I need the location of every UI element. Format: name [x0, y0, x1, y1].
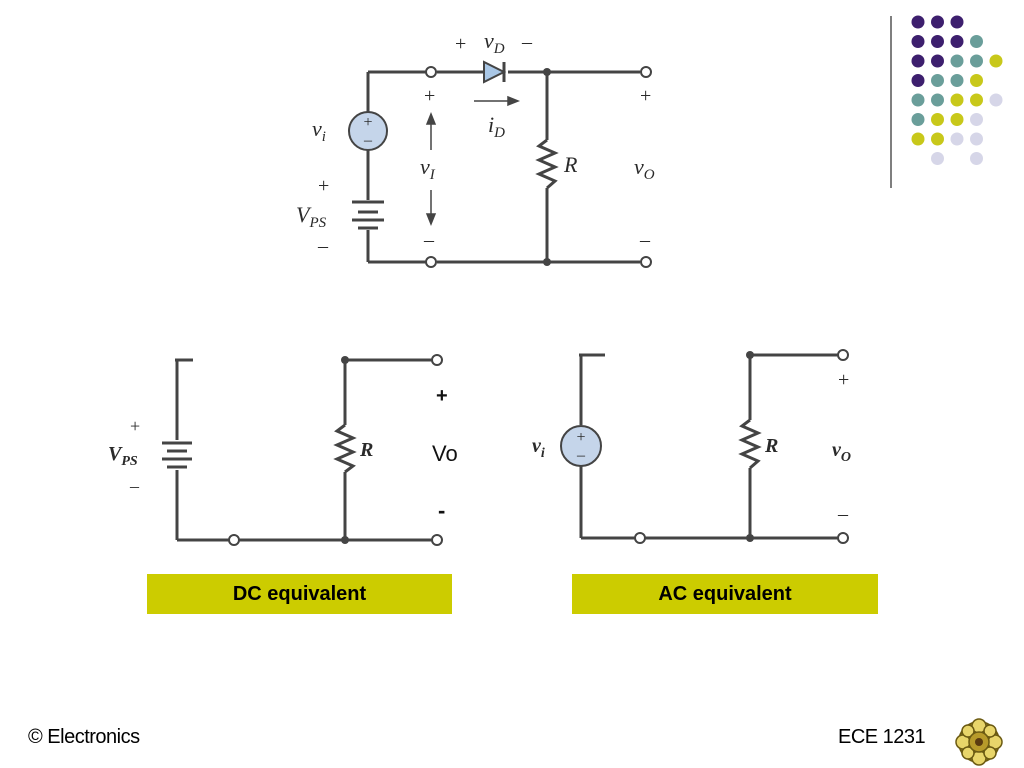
- vps-minus: –: [317, 235, 329, 257]
- dc-vps-label: VPS: [108, 443, 138, 469]
- dc-vo-label: Vo: [432, 441, 458, 466]
- decorative-dot: [970, 113, 983, 126]
- decorative-dot: [970, 152, 983, 165]
- decorative-dot: [911, 35, 925, 48]
- decorative-dot: [950, 15, 964, 29]
- top-source-plus: +: [363, 114, 372, 131]
- vo-minus: –: [639, 229, 651, 251]
- decorative-dot: [931, 152, 944, 165]
- decorative-dot: [911, 74, 925, 87]
- decorative-dot: [911, 93, 925, 107]
- decorative-dot: [931, 15, 944, 29]
- dc-equivalent-label: DC equivalent: [147, 574, 452, 614]
- decorative-dot: [931, 132, 944, 146]
- dc-source-plus: +: [130, 416, 140, 436]
- decorative-dot: [911, 15, 925, 29]
- vd-minus: –: [521, 31, 533, 53]
- decorative-dot: [950, 54, 964, 68]
- vI-label: vI: [420, 154, 436, 183]
- decorative-dot: [970, 54, 983, 68]
- vd-plus: +: [455, 33, 466, 55]
- decorative-dot: [950, 93, 964, 107]
- vi-label: vi: [312, 116, 326, 145]
- dc-source-minus: –: [129, 476, 140, 496]
- decorative-dot: [989, 93, 1003, 107]
- vps-plus: +: [318, 175, 329, 197]
- ac-r-label: R: [764, 435, 778, 457]
- decorative-dot: [911, 132, 925, 146]
- vd-label: vD: [484, 28, 505, 57]
- decorative-dot: [970, 35, 983, 48]
- id-label: iD: [488, 112, 505, 141]
- decorative-dot-grid: [890, 15, 1003, 188]
- decorative-dot: [931, 35, 944, 48]
- ac-vo-label: vO: [832, 439, 851, 465]
- vo-plus: +: [640, 85, 651, 107]
- decorative-dot: [950, 113, 964, 126]
- ac-vi-label: vi: [532, 435, 545, 461]
- decorative-dot: [931, 54, 944, 68]
- top-source-minus: –: [363, 132, 373, 149]
- dc-vo-plus: +: [436, 385, 448, 407]
- dc-vo-minus: -: [438, 498, 445, 523]
- footer-copyright: © Electronics: [28, 726, 140, 748]
- vps-label: VPS: [296, 202, 327, 231]
- decorative-dot: [950, 35, 964, 48]
- decorative-dot: [911, 113, 925, 126]
- decorative-dot: [970, 74, 983, 87]
- decorative-dot: [950, 132, 964, 146]
- vo-label: vO: [634, 154, 655, 183]
- decorative-dot: [970, 132, 983, 146]
- decorative-dot: [911, 54, 925, 68]
- decorative-dot: [950, 74, 964, 87]
- footer-course-code: ECE 1231: [838, 726, 926, 748]
- vI-plus: +: [424, 85, 435, 107]
- decorative-dot: [931, 113, 944, 126]
- top-r-label: R: [563, 152, 578, 177]
- ac-source-minus: –: [576, 447, 586, 464]
- vI-minus: –: [423, 229, 435, 251]
- decorative-dot: [931, 74, 944, 87]
- ac-source-plus: +: [576, 429, 585, 446]
- decorative-dot: [989, 54, 1003, 68]
- ac-equivalent-label: AC equivalent: [572, 574, 878, 614]
- dc-r-label: R: [359, 439, 373, 461]
- decorative-dot: [970, 93, 983, 107]
- ac-vo-minus: –: [837, 503, 849, 525]
- top-circuit-diagram: + – + vD – iD vi + VPS – + vI – R: [296, 28, 655, 268]
- decorative-dot: [931, 93, 944, 107]
- ac-vo-plus: +: [838, 369, 849, 391]
